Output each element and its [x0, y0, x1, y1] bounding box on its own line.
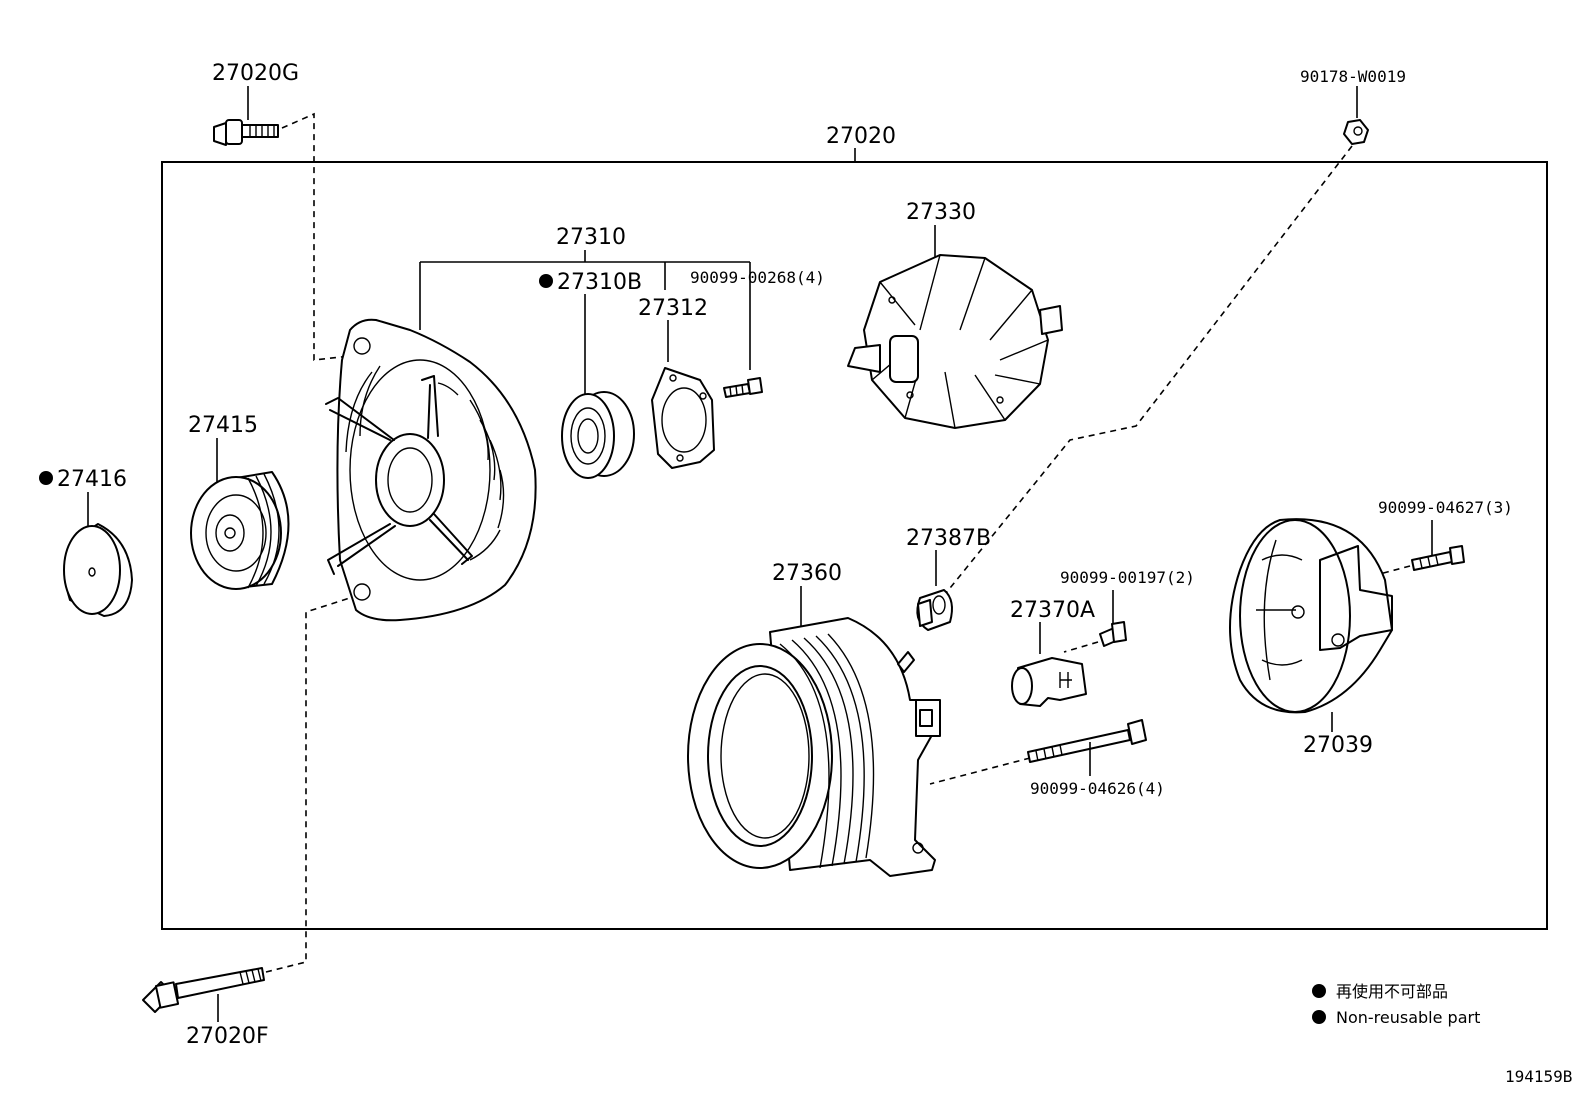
- part-label-27039: 27039: [1303, 733, 1373, 758]
- bearing-27310b[interactable]: [561, 391, 635, 479]
- screw-90099-00268[interactable]: [723, 377, 763, 398]
- screw-90099-00197[interactable]: 90099-00197(2): [1060, 568, 1195, 647]
- part-label-27415: 27415: [188, 413, 258, 438]
- part-label-27020g: 27020G: [212, 61, 299, 86]
- non-reusable-marker: [39, 471, 53, 485]
- rectifier-end-frame-27360[interactable]: 27360: [687, 561, 941, 877]
- part-label-90099-00268: 90099-00268(4): [690, 268, 825, 287]
- terminal-27387b[interactable]: 27387B: [906, 526, 991, 631]
- part-label-27416: 27416: [57, 467, 127, 492]
- drive-end-frame-27310[interactable]: [325, 318, 537, 622]
- part-label-90178-w0019: 90178-W0019: [1300, 67, 1406, 86]
- through-bolt-90099-04626[interactable]: 90099-04626(4): [1027, 719, 1165, 798]
- part-label-27370a: 27370A: [1010, 598, 1095, 623]
- part-label-27310: 27310: [556, 225, 626, 250]
- rear-cover-27039[interactable]: 27039: [1229, 518, 1393, 758]
- legend: 再使用不可部品 Non-reusable part: [1312, 982, 1480, 1027]
- part-label-27310b: 27310B: [557, 270, 642, 295]
- non-reusable-marker: [539, 274, 553, 288]
- part-label-27312: 27312: [638, 296, 708, 321]
- bolt-27020g[interactable]: 27020G: [212, 61, 299, 146]
- pulley-27415[interactable]: 27415: [188, 413, 290, 590]
- screw-90099-04627[interactable]: 90099-04627(3): [1378, 498, 1513, 571]
- brush-holder-27370a[interactable]: 27370A: [1010, 598, 1095, 707]
- legend-marker-japanese: [1312, 984, 1326, 998]
- cap-27416[interactable]: 27416: [39, 467, 133, 617]
- retainer-plate-27312[interactable]: [651, 367, 715, 469]
- bolt-27020f[interactable]: 27020F: [142, 967, 269, 1049]
- part-label-90099-00197: 90099-00197(2): [1060, 568, 1195, 587]
- legend-text-japanese: 再使用不可部品: [1336, 982, 1448, 1001]
- figure-id: 194159B: [1505, 1067, 1572, 1086]
- part-label-27387b: 27387B: [906, 526, 991, 551]
- rotor-27330[interactable]: 27330: [847, 200, 1063, 429]
- group-27310: 27310 27310B 27312 90099-00268(4): [419, 225, 825, 394]
- part-label-90099-04626: 90099-04626(4): [1030, 779, 1165, 798]
- nut-90178-w0019[interactable]: 90178-W0019: [1300, 67, 1406, 145]
- assembly-label: 27020: [826, 124, 896, 149]
- legend-marker-english: [1312, 1010, 1326, 1024]
- part-label-27020f: 27020F: [186, 1024, 269, 1049]
- legend-text-english: Non-reusable part: [1336, 1008, 1480, 1027]
- part-label-90099-04627: 90099-04627(3): [1378, 498, 1513, 517]
- part-label-27330: 27330: [906, 200, 976, 225]
- part-label-27360: 27360: [772, 561, 842, 586]
